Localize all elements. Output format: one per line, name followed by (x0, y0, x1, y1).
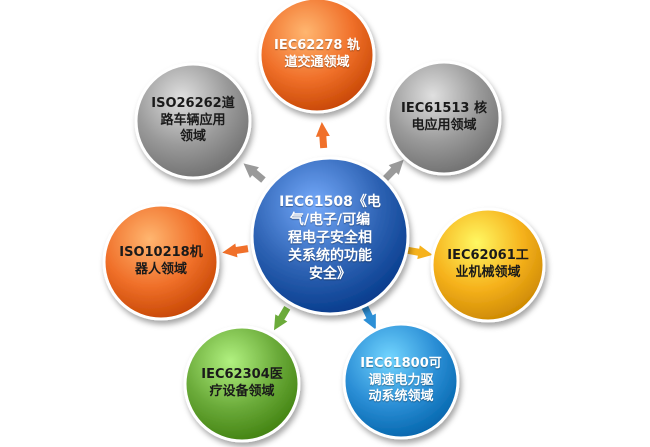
arrow-to-robot (222, 243, 249, 258)
node-circle-rail (258, 0, 376, 114)
arrow-to-nuclear (383, 159, 404, 181)
node-circle-machinery (430, 207, 546, 323)
center-circle (250, 156, 410, 316)
node-circle-road (134, 62, 252, 180)
node-circle-drive (342, 322, 460, 440)
arrow-to-drive (361, 304, 376, 330)
arrow-to-rail (315, 122, 330, 149)
node-circle-robot (102, 203, 220, 321)
node-circle-medical (183, 325, 301, 443)
arrow-to-medical (273, 306, 291, 331)
arrow-to-road (243, 163, 266, 183)
node-circle-nuclear (386, 60, 502, 176)
arrow-to-machinery (406, 245, 433, 260)
